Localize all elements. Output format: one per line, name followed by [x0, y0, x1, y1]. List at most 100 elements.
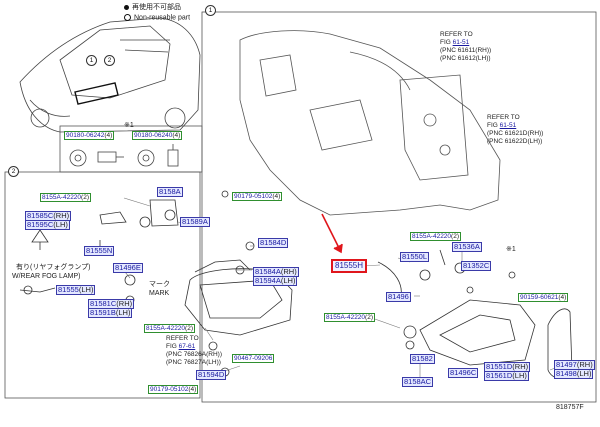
part-side: (RH) [512, 362, 529, 371]
part-number: 81595C [27, 220, 54, 229]
part-number: 8155A-42220 [146, 325, 186, 332]
part-81582[interactable]: 81582 [410, 354, 435, 364]
pnc-rh: (PNC 76826A(RH)) [166, 351, 222, 358]
refer-to-text: REFER TO [166, 335, 199, 342]
callout-marker-two: 2 [104, 55, 115, 66]
legend-item-reuse: 再使用不可部品 [124, 4, 181, 12]
part-number: 90179-05102 [150, 386, 189, 393]
part-81589A[interactable]: 81589A [180, 217, 210, 227]
asterisk-note-right: ※1 [506, 246, 516, 253]
figure-ref-line: FIG 67-61 [166, 343, 222, 351]
part-side: (RH) [53, 211, 70, 220]
pnc-lh: (PNC 61612(LH)) [440, 55, 491, 62]
callout-marker-one: 1 [86, 55, 97, 66]
part-90159-60621[interactable]: 90159-60621(4) [518, 293, 569, 302]
ring-dot-icon [124, 14, 131, 21]
part-90180-06240[interactable]: 90180-06240(4) [132, 131, 183, 140]
part-90179-05102-top[interactable]: 90179-05102(4) [232, 192, 283, 201]
part-81496[interactable]: 81496 [386, 292, 411, 302]
section-marker-two: 2 [8, 166, 19, 177]
part-81594A[interactable]: 81594A(LH) [253, 276, 298, 286]
part-side: (RH) [280, 267, 297, 276]
part-side: (LH) [115, 308, 131, 317]
section-one-frame [201, 11, 597, 403]
refer-to-text: REFER TO [440, 31, 473, 38]
legend-text-reuse: 再使用不可部品 [132, 4, 181, 11]
part-number: 90180-06240 [134, 132, 173, 139]
figure-prefix: FIG [487, 122, 500, 129]
part-number: 81551D [486, 362, 513, 371]
part-90180-06242[interactable]: 90180-06242(4) [64, 131, 115, 140]
part-81594D[interactable]: 81594D [196, 370, 227, 380]
figure-ref-line: FIG 61-51 [440, 39, 491, 47]
part-90179-05102-bot[interactable]: 90179-05102(4) [148, 385, 199, 394]
part-number: 90159-60621 [520, 294, 559, 301]
part-count: (4) [188, 386, 197, 393]
part-side: (LH) [280, 276, 296, 285]
mark-label-en: MARK [149, 290, 170, 297]
part-side: (LH) [53, 220, 68, 229]
part-count: (2) [185, 325, 193, 332]
part-81555N[interactable]: 81555N [84, 246, 115, 256]
body-panel-drawing [239, 30, 501, 216]
section-marker-one: 1 [205, 5, 216, 16]
part-81595C[interactable]: 81595C(LH) [25, 220, 70, 230]
part-81498[interactable]: 81498(LH) [554, 369, 594, 379]
part-8155A-42220-mid[interactable]: 8155A-42220(2) [144, 324, 195, 333]
part-81496C[interactable]: 81496C [448, 368, 479, 378]
pnc-rh: (PNC 61611(RH)) [440, 47, 492, 54]
part-81536A[interactable]: 81536A [452, 242, 482, 252]
figure-prefix: FIG [440, 39, 453, 46]
part-side: (LH) [512, 371, 527, 380]
part-side: (RH) [576, 360, 593, 369]
bulb-box-frame [59, 125, 203, 173]
part-number: 90179-05102 [234, 193, 273, 200]
part-number: 81591B [90, 308, 116, 317]
pnc-lh: (PNC 61622D(LH)) [487, 138, 543, 145]
part-count: (4) [558, 294, 567, 301]
figure-link[interactable]: 61-51 [452, 39, 470, 46]
pnc-rh: (PNC 61621D(RH)) [487, 130, 544, 137]
part-81591B[interactable]: 81591B(LH) [88, 308, 133, 318]
figure-link[interactable]: 67-61 [178, 343, 196, 350]
legend-text-nonreusable: Non-reusable part [134, 14, 191, 22]
pnc-lh: (PNC 76827A(LH)) [166, 359, 221, 366]
part-count: (2) [451, 233, 459, 240]
figure-link[interactable]: 61-51 [499, 122, 517, 129]
part-81496E[interactable]: 81496E [113, 263, 143, 273]
part-81352C[interactable]: 81352C [461, 261, 492, 271]
part-count: (4) [272, 193, 281, 200]
part-8155A-42220-right-a[interactable]: 8155A-42220(2) [410, 232, 461, 241]
figure-ref-line: FIG 61-51 [487, 122, 543, 130]
refer-to-fig-61-51-top: REFER TO FIG 61-51 (PNC 61611(RH)) (PNC … [440, 31, 491, 63]
part-81584D[interactable]: 81584D [258, 238, 289, 248]
part-number: 81581C [90, 299, 117, 308]
part-number: 8155A-42220 [42, 194, 82, 201]
part-count: (2) [365, 314, 373, 321]
part-side: (LH) [576, 369, 592, 378]
part-number: 81594A [255, 276, 281, 285]
part-8155A-42220-top[interactable]: 8155A-42220(2) [40, 193, 91, 202]
part-81550L[interactable]: 81550L [400, 252, 430, 262]
part-number: 90180-06242 [66, 132, 105, 139]
part-number: 81584A [255, 267, 281, 276]
part-8158A[interactable]: 8158A [157, 187, 183, 197]
part-81561D[interactable]: 81561D(LH) [484, 371, 529, 381]
refer-to-fig-61-51-mid: REFER TO FIG 61-51 (PNC 61621D(RH)) (PNC… [487, 114, 543, 146]
fog-lamp-note-jp: 有り(リヤフォグランプ) [16, 264, 91, 271]
figure-prefix: FIG [166, 343, 179, 350]
part-number: 81497 [556, 360, 577, 369]
part-number: 81555 [58, 285, 79, 294]
part-90467-09206[interactable]: 90467-09206 [232, 354, 275, 363]
fog-lamp-note-en: W/REAR FOG LAMP) [12, 273, 81, 280]
asterisk-note-bulb: ※1 [124, 122, 134, 129]
part-8155A-42220-right-b[interactable]: 8155A-42220(2) [324, 313, 375, 322]
part-number: 8155A-42220 [412, 233, 452, 240]
part-count: (4) [104, 132, 113, 139]
part-8158AC[interactable]: 8158AC [402, 377, 434, 387]
part-side: (RH) [116, 299, 133, 308]
mark-label-jp: マーク [149, 281, 170, 288]
part-count: (4) [172, 132, 181, 139]
part-81555[interactable]: 81555(LH) [56, 285, 96, 295]
part-81555H-highlighted[interactable]: 81555H [331, 259, 368, 273]
